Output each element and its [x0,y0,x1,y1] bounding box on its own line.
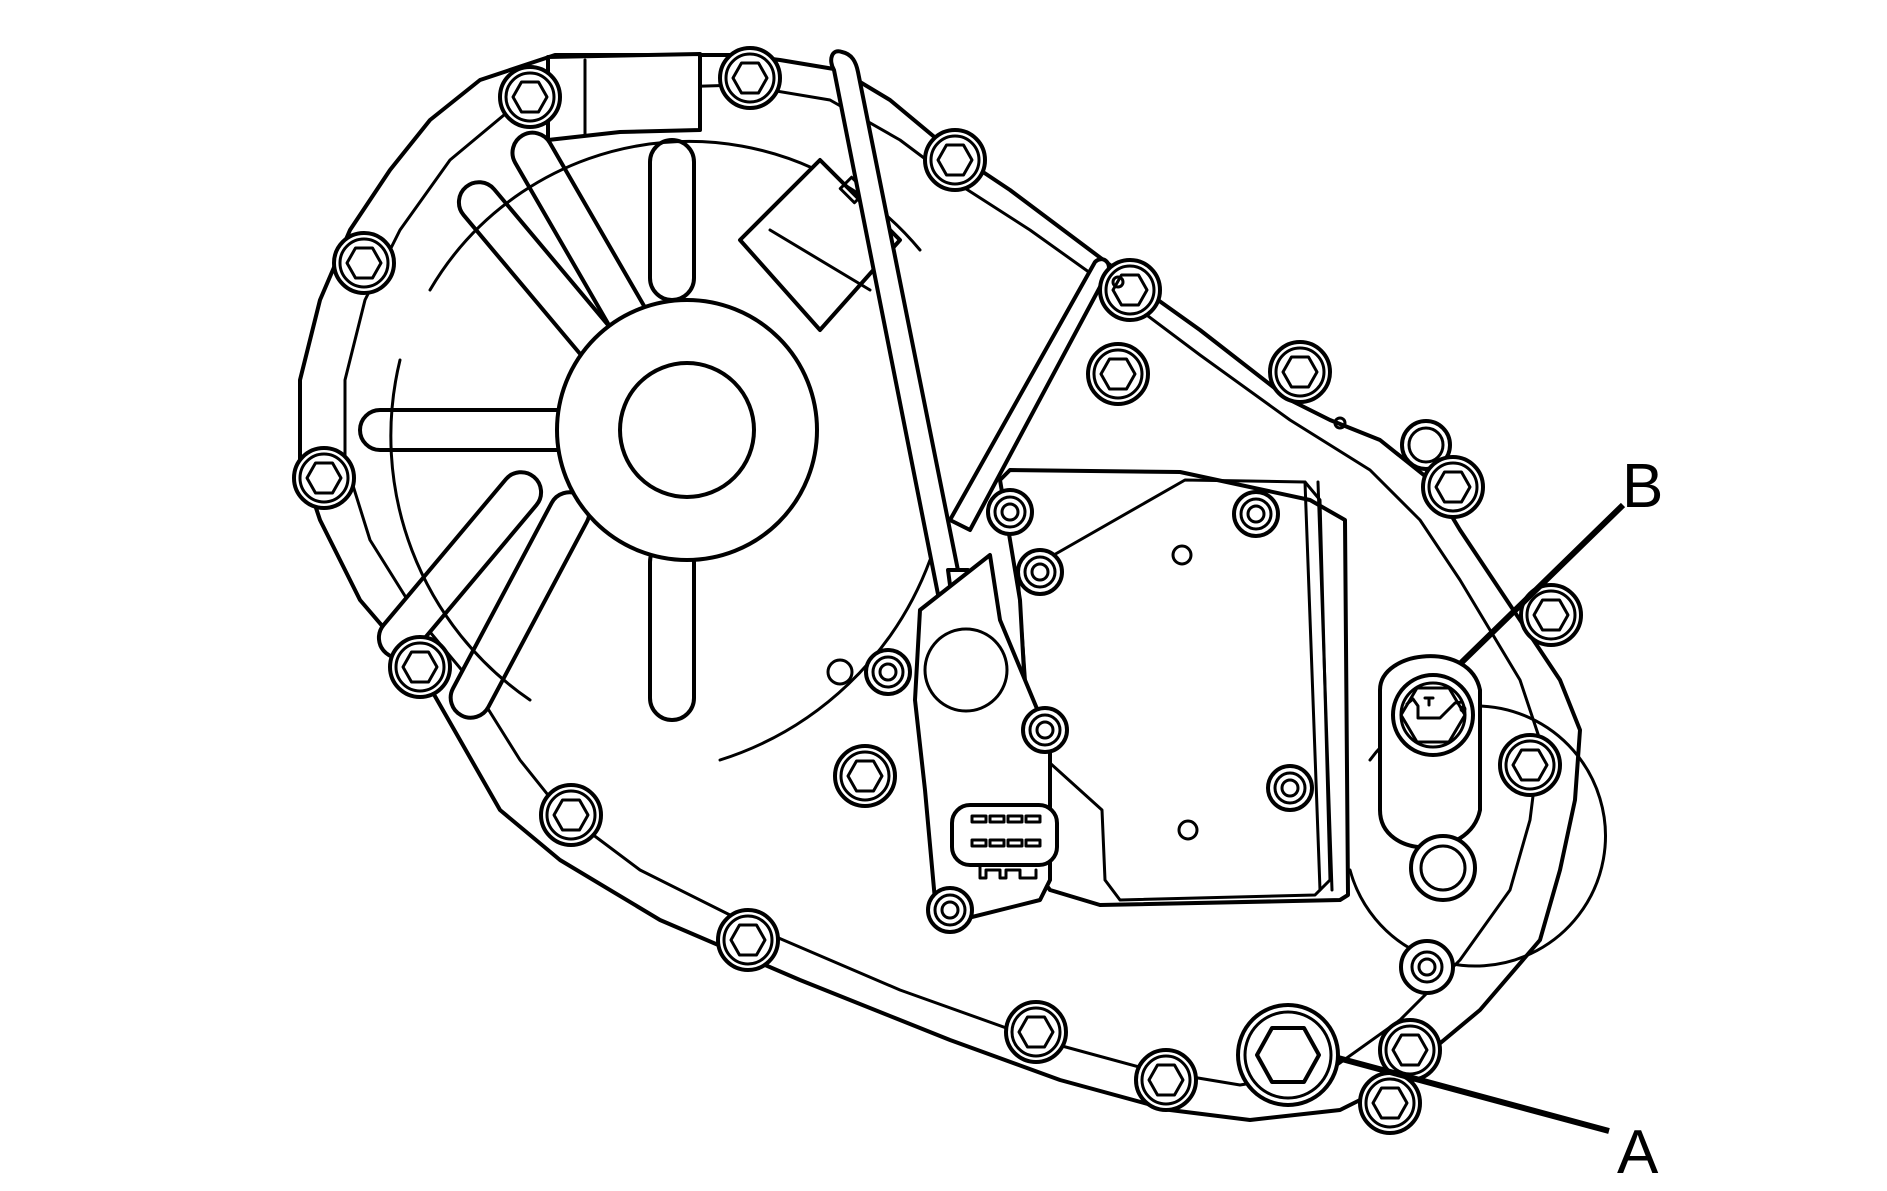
encoder-motor-module [913,468,1350,922]
top-boss [546,52,702,142]
fill-plug [1391,673,1475,757]
callout-label-b: B [1622,452,1664,521]
dowel-pins [826,275,1347,686]
callout-a-leader [1337,1055,1610,1134]
drain-plug [1236,1003,1340,1107]
hub-ribs [358,130,932,762]
oil-can-icon [1405,696,1467,720]
callout-b-leader [1458,502,1626,666]
shift-rod [948,257,1111,532]
output-hub [555,298,819,562]
callout-label-a: A [1617,1118,1659,1187]
connector-housing [950,803,1059,867]
